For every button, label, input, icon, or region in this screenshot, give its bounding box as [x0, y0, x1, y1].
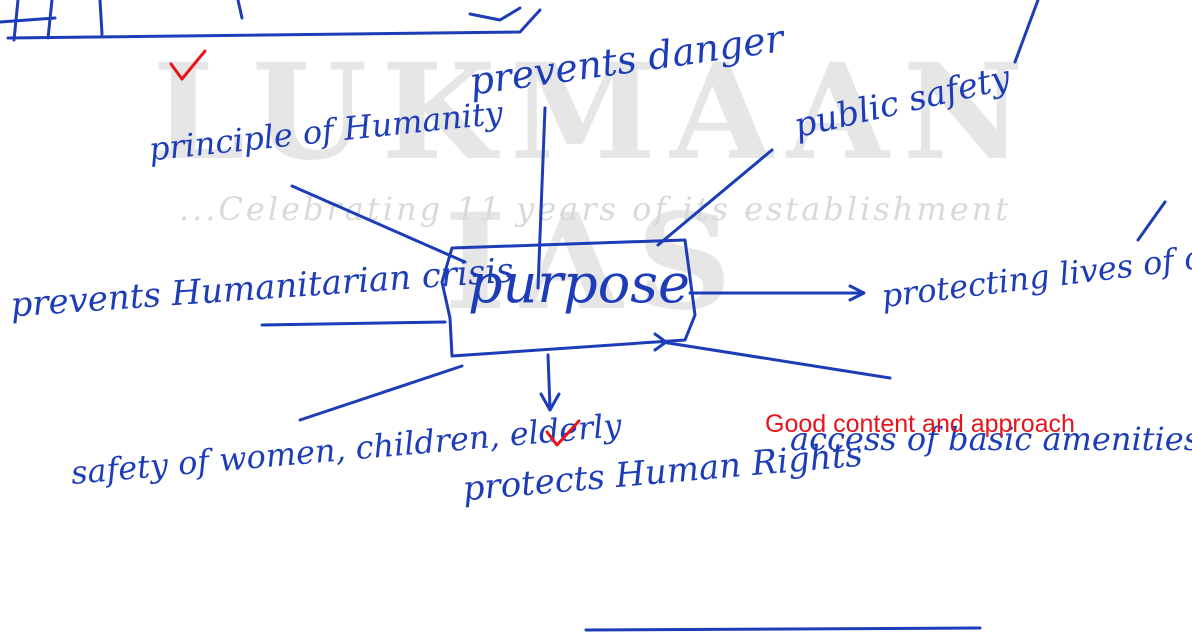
- connector-humanity: [290, 184, 467, 264]
- stray-stroke-top: [1013, 0, 1040, 64]
- arrowhead-amenities: [653, 332, 668, 352]
- evaluator-remark: Good content and approach: [765, 410, 1075, 438]
- connector-women: [298, 364, 464, 422]
- stray-stroke: [1136, 200, 1167, 242]
- branch-label-amenities: access of basic amenities: [790, 420, 1192, 458]
- connector-amenities: [660, 340, 892, 380]
- connector-danger: [536, 106, 547, 290]
- connector-safety: [656, 148, 774, 247]
- check-mark-icon: [545, 419, 581, 447]
- center-node-label: purpose: [468, 252, 690, 315]
- center-box: [440, 238, 697, 358]
- check-mark-icon: [169, 49, 207, 81]
- connector-crisis: [260, 320, 447, 327]
- connector-rights: [546, 353, 552, 410]
- arrowhead-rights: [539, 392, 561, 412]
- previous-diagram-lines: [0, 0, 542, 42]
- arrowhead-lives: [848, 284, 866, 302]
- bottom-rule: [584, 626, 982, 632]
